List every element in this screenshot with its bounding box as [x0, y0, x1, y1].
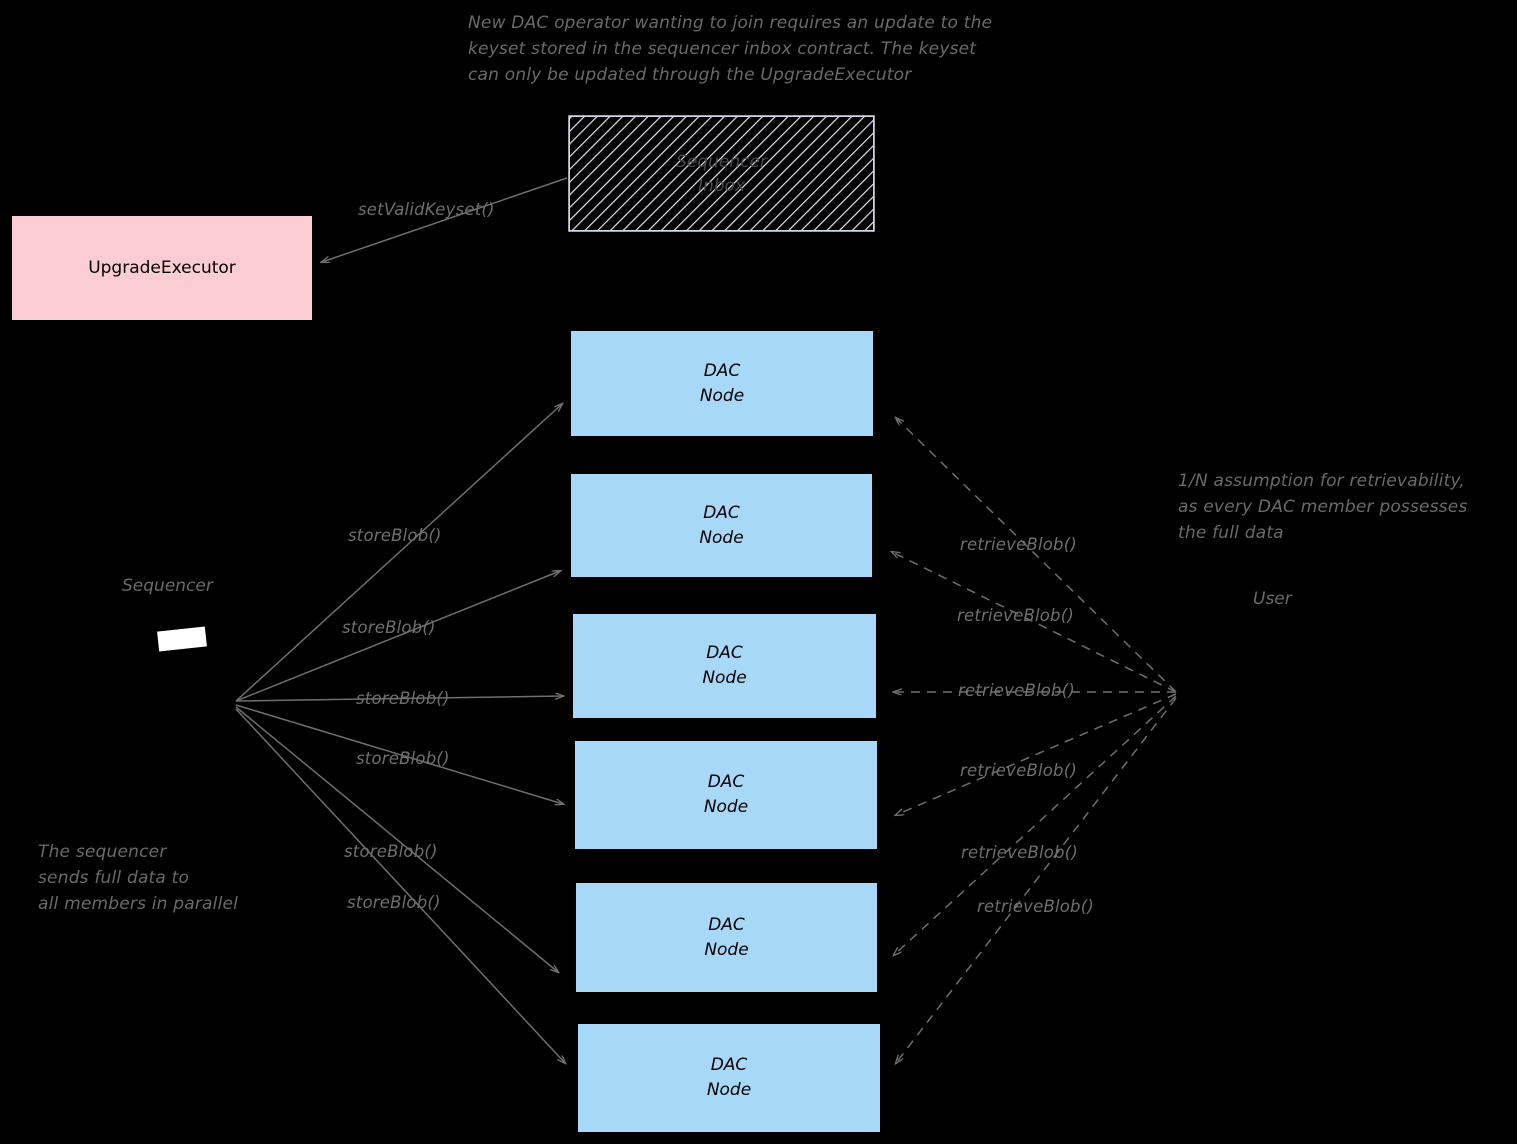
upgrade-executor-label: UpgradeExecutor — [88, 257, 236, 278]
note-right: 1/N assumption for retrievability, as ev… — [1178, 471, 1468, 543]
user-label: User — [1253, 589, 1292, 609]
dac-node-box-5[interactable]: DAC Node — [575, 882, 878, 993]
edge-label-retrieve-blob-5: retrieveBlob() — [961, 843, 1078, 862]
dac-node-box-1[interactable]: DAC Node — [570, 330, 874, 437]
edge-label-retrieve-blob-4: retrieveBlob() — [960, 761, 1077, 780]
edge-label-store-blob-4: storeBlob() — [356, 749, 450, 768]
dac-node-label: DAC Node — [704, 914, 749, 960]
edge-label-store-blob-5: storeBlob() — [344, 842, 438, 861]
edge-label-retrieve-blob-1: retrieveBlob() — [960, 535, 1077, 554]
edge-label-retrieve-blob-3: retrieveBlob() — [958, 681, 1075, 700]
dac-node-label: DAC Node — [703, 772, 749, 817]
edge-label-retrieve-blob-2: retrieveBlob() — [957, 606, 1074, 625]
edge-label-store-blob-3: storeBlob() — [356, 689, 450, 708]
dac-node-box-2[interactable]: DAC Node — [570, 473, 873, 578]
dac-node-label: DAC Node — [702, 643, 747, 688]
sequencer-label: Sequencer — [122, 576, 213, 596]
edge-label-store-blob-1: storeBlob() — [348, 526, 442, 545]
dac-node-box-4[interactable]: DAC Node — [574, 740, 878, 850]
sequencer-inbox-label: Sequencer Inbox — [676, 151, 767, 196]
sequencer-inbox-box[interactable]: Sequencer Inbox — [569, 116, 874, 231]
note-bottom-left: The sequencer sends full data to all mem… — [38, 842, 239, 914]
note-top: New DAC operator wanting to join require… — [468, 13, 993, 85]
edge-label-store-blob-2: storeBlob() — [342, 618, 436, 637]
dac-node-label: DAC Node — [699, 502, 744, 548]
dac-node-label: DAC Node — [706, 1055, 752, 1100]
dac-node-box-6[interactable]: DAC Node — [577, 1023, 881, 1133]
sequencer-glyph — [157, 626, 207, 652]
edge-label-store-blob-6: storeBlob() — [347, 893, 441, 912]
edge-label-set-valid-keyset: setValidKeyset() — [358, 200, 495, 219]
dac-node-box-3[interactable]: DAC Node — [572, 613, 877, 719]
upgrade-executor-box[interactable]: UpgradeExecutor — [11, 215, 313, 321]
dac-node-label: DAC Node — [699, 360, 745, 406]
edge-label-retrieve-blob-6: retrieveBlob() — [977, 897, 1094, 916]
